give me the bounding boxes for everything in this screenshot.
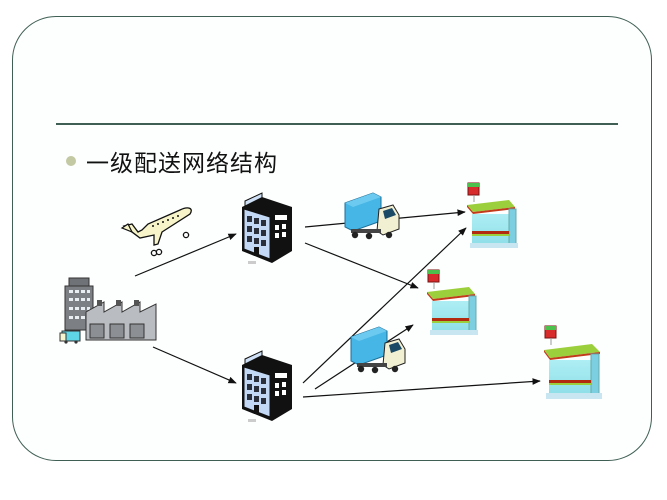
distribution-center-2-icon [242,350,292,422]
airplane-icon [120,207,192,257]
store-sign-icon [467,182,480,202]
distribution-center-1-icon [242,192,292,264]
store-sign-icon [427,269,440,289]
edge-dc2-store1 [302,227,467,384]
slide-frame [12,16,652,461]
store-3-icon [544,325,602,399]
edge-factory-dc2 [152,346,237,384]
store-sign-icon [544,325,557,345]
edge-dc1-store2 [304,242,419,289]
slide-title: 一级配送网络结构 [86,151,278,177]
truck-1-icon [344,192,400,240]
edge-factory-dc1 [134,233,237,277]
title-divider [56,123,618,125]
factory-icon [59,277,157,344]
store-2-icon [427,269,478,335]
truck-2-icon [350,326,406,374]
edge-dc2-store3 [302,378,541,398]
store-1-icon [467,182,518,248]
bullet-icon [66,156,76,166]
